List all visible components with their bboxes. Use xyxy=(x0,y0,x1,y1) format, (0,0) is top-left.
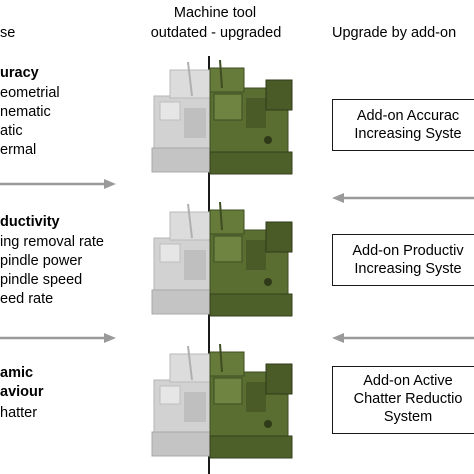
group-productivity-item: pindle speed xyxy=(0,272,83,288)
chatter-addon-box-line: Chatter Reductio xyxy=(353,391,463,407)
accuracy-addon-box-line: Increasing Syste xyxy=(354,126,462,142)
group-accuracy-item: nematic xyxy=(0,104,51,120)
left-arrow-accuracy xyxy=(0,179,116,189)
productivity-addon-box-line: Increasing Syste xyxy=(354,261,462,277)
machine-tool-image xyxy=(151,344,293,459)
chatter-addon-box-line: System xyxy=(383,409,433,425)
accuracy-addon-box-line: Add-on Accurac xyxy=(356,108,460,124)
chatter-addon-box-line: Add-on Active xyxy=(363,373,453,389)
group-accuracy-item: atic xyxy=(0,123,23,139)
group-dynamics-title: aviour xyxy=(0,384,44,400)
group-dynamics-title: amic xyxy=(0,365,34,381)
group-productivity-item: pindle power xyxy=(0,253,83,269)
group-accuracy-item: ermal xyxy=(0,142,37,158)
group-productivity-item: ing removal rate xyxy=(0,234,104,250)
productivity-addon-box-line: Add-on Productiv xyxy=(352,243,464,259)
group-accuracy-item: eometrial xyxy=(0,85,60,101)
accuracy-addon-box: Add-on Accurac Increasing Syste xyxy=(332,99,474,151)
chatter-addon-box: Add-on Active Chatter Reductio System xyxy=(332,366,474,434)
group-dynamics-item: hatter xyxy=(0,405,38,421)
productivity-addon-box: Add-on Productiv Increasing Syste xyxy=(332,234,474,286)
right-column-header: Upgrade by add-on xyxy=(332,25,457,41)
machine-tool-image xyxy=(151,202,293,317)
center-column-header-line2: outdated - upgraded xyxy=(150,25,282,41)
group-accuracy-title: uracy xyxy=(0,65,39,81)
group-productivity-item: eed rate xyxy=(0,291,54,307)
center-column-header-line1: Machine tool xyxy=(173,5,257,21)
right-arrow-accuracy xyxy=(332,193,474,203)
machine-tool-image xyxy=(151,60,293,175)
group-productivity-title: ductivity xyxy=(0,214,60,230)
right-arrow-productivity xyxy=(332,333,474,343)
left-column-header: se xyxy=(0,25,16,41)
left-arrow-productivity xyxy=(0,333,116,343)
